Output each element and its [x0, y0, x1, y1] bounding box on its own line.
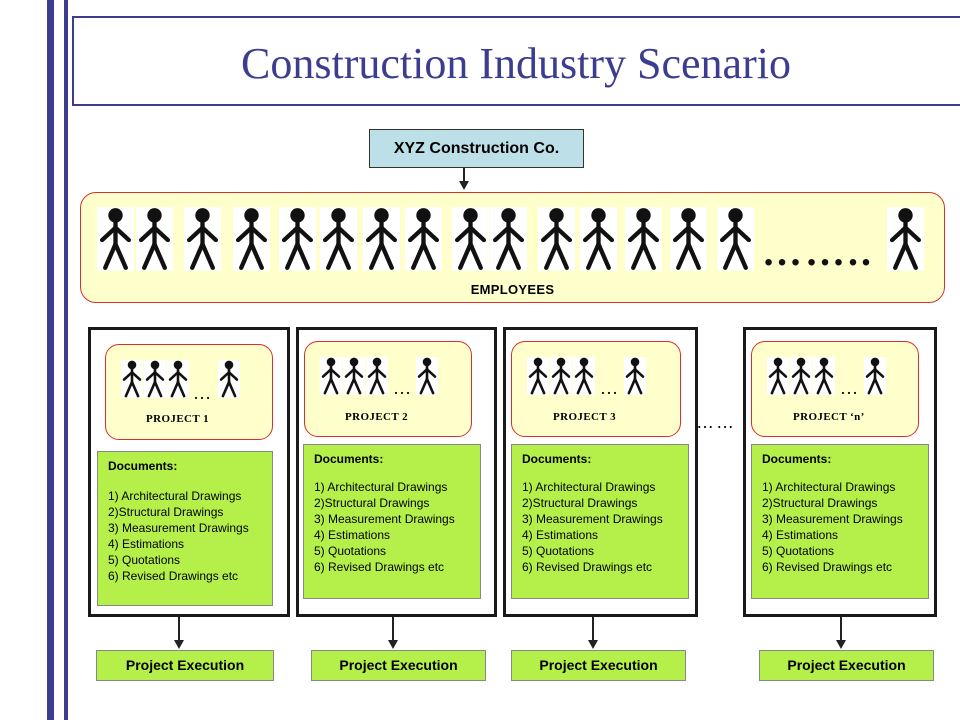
document-item: 6) Revised Drawings etc: [762, 560, 893, 574]
document-item: 6) Revised Drawings etc: [108, 569, 239, 583]
person-icon: [864, 357, 886, 395]
execution-arrow-line-2: [392, 617, 394, 641]
title-frame: [72, 16, 960, 106]
execution-arrow-line-1: [178, 617, 180, 641]
person-icon: [233, 207, 270, 271]
document-item: 4) Estimations: [314, 528, 391, 542]
project-3-ellipsis: …: [600, 378, 618, 398]
company-box: XYZ Construction Co.: [369, 129, 584, 168]
person-icon: [813, 357, 835, 395]
person-icon: [184, 207, 221, 271]
execution-arrow-head-n: [836, 640, 846, 649]
document-item: 6) Revised Drawings etc: [522, 560, 653, 574]
documents-title: Documents:: [314, 452, 384, 466]
page-title: Construction Industry Scenario: [241, 39, 791, 88]
person-icon: [790, 357, 812, 395]
execution-arrow-line-n: [840, 617, 842, 641]
document-item: 2)Structural Drawings: [522, 496, 638, 510]
person-icon: [121, 360, 143, 398]
person-icon: [550, 357, 572, 395]
company-arrow-head: [459, 181, 469, 190]
project-3-execution: Project Execution: [511, 650, 686, 681]
document-item: 5) Quotations: [762, 544, 835, 558]
execution-arrow-head-3: [588, 640, 598, 649]
person-icon: [887, 207, 924, 271]
execution-arrow-line-3: [592, 617, 594, 641]
documents-title: Documents:: [762, 452, 832, 466]
execution-arrow-head-2: [388, 640, 398, 649]
project-2-ellipsis: …: [393, 378, 411, 398]
document-item: 4) Estimations: [108, 537, 185, 551]
project-n-execution: Project Execution: [759, 650, 934, 681]
project-2-documents: Documents: 1) Architectural Drawings 2)S…: [303, 444, 481, 599]
person-icon: [416, 357, 438, 395]
project-1-label: PROJECT 1: [146, 413, 209, 425]
person-icon: [580, 207, 617, 271]
document-item: 3) Measurement Drawings: [314, 512, 455, 526]
person-icon: [624, 357, 646, 395]
left-accent-bar: [47, 0, 54, 720]
document-item: 2)Structural Drawings: [314, 496, 430, 510]
person-icon: [167, 360, 189, 398]
documents-title: Documents:: [522, 452, 592, 466]
document-item: 3) Measurement Drawings: [762, 512, 903, 526]
person-icon: [363, 207, 400, 271]
person-icon: [320, 357, 342, 395]
document-item: 1) Architectural Drawings: [522, 480, 656, 494]
person-icon: [452, 207, 489, 271]
document-item: 5) Quotations: [314, 544, 387, 558]
person-icon: [218, 360, 240, 398]
document-item: 2)Structural Drawings: [108, 505, 224, 519]
document-item: 1) Architectural Drawings: [108, 489, 242, 503]
person-icon: [320, 207, 357, 271]
project-1-documents: Documents: 1) Architectural Drawings 2)S…: [97, 451, 273, 606]
document-item: 2)Structural Drawings: [762, 496, 878, 510]
more-projects-ellipsis: ……: [696, 412, 736, 432]
person-icon: [279, 207, 316, 271]
document-item: 1) Architectural Drawings: [314, 480, 448, 494]
person-icon: [767, 357, 789, 395]
person-icon: [527, 357, 549, 395]
document-item: 1) Architectural Drawings: [762, 480, 896, 494]
project-2-label: PROJECT 2: [345, 411, 408, 423]
person-icon: [366, 357, 388, 395]
person-icon: [717, 207, 754, 271]
project-n-label: PROJECT ‘n’: [793, 411, 865, 423]
person-icon: [97, 207, 134, 271]
project-n-documents: Documents: 1) Architectural Drawings 2)S…: [751, 444, 929, 599]
person-icon: [405, 207, 442, 271]
person-icon: [343, 357, 365, 395]
document-item: 4) Estimations: [762, 528, 839, 542]
document-item: 4) Estimations: [522, 528, 599, 542]
documents-title: Documents:: [108, 459, 178, 473]
project-n-ellipsis: …: [840, 378, 858, 398]
company-arrow-line: [463, 168, 465, 182]
person-icon: [573, 357, 595, 395]
project-3-label: PROJECT 3: [553, 411, 616, 423]
person-icon: [670, 207, 707, 271]
document-item: 6) Revised Drawings etc: [314, 560, 445, 574]
person-icon: [490, 207, 527, 271]
project-1-ellipsis: …: [193, 383, 211, 403]
document-item: 3) Measurement Drawings: [108, 521, 249, 535]
employees-label: EMPLOYEES: [470, 282, 555, 297]
person-icon: [538, 207, 575, 271]
document-item: 5) Quotations: [108, 553, 181, 567]
document-item: 3) Measurement Drawings: [522, 512, 663, 526]
employees-continuation: ……..: [762, 229, 874, 274]
person-icon: [136, 207, 173, 271]
left-accent-bar-thin: [64, 0, 68, 720]
project-1-execution: Project Execution: [96, 650, 274, 681]
project-3-documents: Documents: 1) Architectural Drawings 2)S…: [511, 444, 689, 599]
person-icon: [144, 360, 166, 398]
execution-arrow-head-1: [174, 640, 184, 649]
person-icon: [625, 207, 662, 271]
project-2-execution: Project Execution: [311, 650, 486, 681]
document-item: 5) Quotations: [522, 544, 595, 558]
